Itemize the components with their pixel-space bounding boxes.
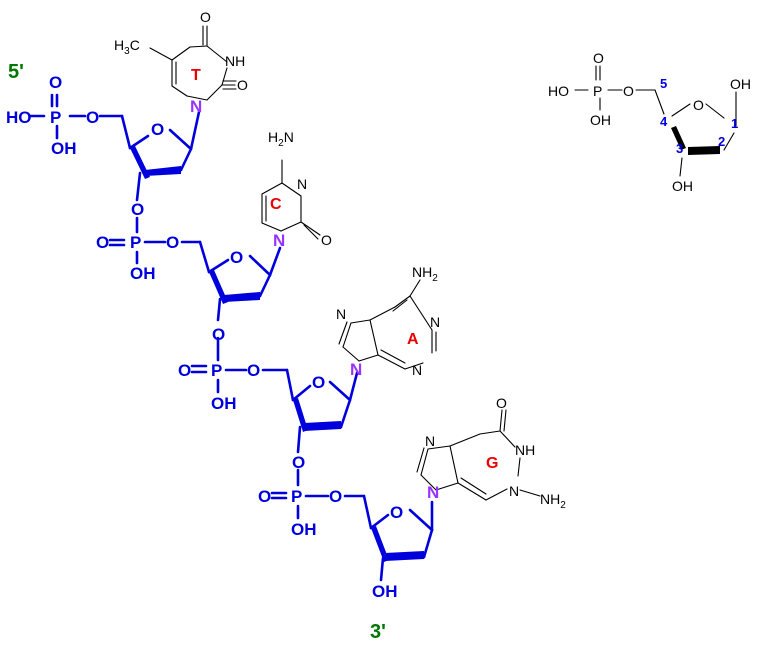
base-letter-t: T: [191, 67, 201, 84]
p1-oh: OH: [51, 139, 77, 158]
end-labels: 5' 3': [8, 61, 386, 643]
nucleotide-4-backbone: [270, 468, 434, 582]
p1-oxo: O: [49, 73, 62, 92]
reference-position-numbers: 1 2 3 4 5: [660, 76, 738, 156]
p3-ester-o: O: [247, 361, 260, 380]
guanine-amino: NH2: [540, 491, 566, 511]
p2-oh: OH: [130, 264, 156, 283]
p2-oxo: O: [96, 233, 109, 252]
five-prime-ho: HO: [6, 108, 32, 127]
guanine-ring-bonds: [416, 409, 541, 501]
ref-phosphorus: P: [593, 83, 602, 99]
base-letter-g: G: [486, 455, 498, 472]
adenine-n3: N: [412, 362, 422, 378]
guanine-n7: N: [425, 433, 435, 449]
adenine-n9: N: [350, 360, 362, 379]
p3-oxo: O: [178, 361, 191, 380]
nucleotide-2-backbone: [108, 216, 282, 322]
ref-ring-o: O: [693, 97, 704, 113]
ref-3-oh: OH: [672, 178, 693, 194]
reference-deoxyribose: [574, 65, 737, 177]
ref-ho: HO: [548, 83, 569, 99]
base-letters: T C A G: [191, 67, 498, 472]
sugar1-3-o: O: [131, 200, 144, 219]
p1-phosphorus: P: [50, 108, 61, 127]
nucleotide-3-backbone: [190, 336, 359, 454]
base-letter-c: C: [270, 196, 282, 213]
p3-phosphorus: P: [211, 361, 222, 380]
p4-phosphorus: P: [291, 487, 302, 506]
cytosine-n1: N: [273, 231, 285, 250]
ref-anomeric-oh: OH: [730, 76, 751, 92]
thymine-n1: N: [190, 97, 202, 116]
ref-position-3: 3: [676, 141, 683, 156]
adenine-ring-bonds: [338, 279, 437, 370]
adenine-n7: N: [336, 306, 346, 322]
sugar1-ring-o: O: [151, 120, 164, 139]
nucleotide-1-backbone: [28, 93, 201, 202]
ref-oxo: O: [593, 50, 604, 66]
guanine-n9: N: [427, 483, 439, 502]
p1-ester-o: O: [86, 108, 99, 127]
thymine-ring-bonds: [149, 25, 237, 101]
sugar4-ring-o: O: [390, 503, 403, 522]
thymine-c4-o: O: [200, 9, 211, 25]
glycosidic-nitrogens: N N N N: [190, 97, 439, 502]
thymine-c2-o: O: [237, 77, 248, 93]
guanine-c6-o: O: [496, 395, 507, 411]
three-prime-label: 3': [370, 621, 386, 643]
sugar3-ring-o: O: [312, 373, 325, 392]
cytosine-ring-bonds: [261, 159, 321, 240]
ref-position-5: 5: [660, 76, 667, 91]
sugar2-3-o: O: [212, 325, 225, 344]
ref-p-oh: OH: [590, 112, 611, 128]
three-prime-oh: OH: [372, 582, 398, 601]
ref-ester-o: O: [623, 83, 634, 99]
adenine-amino: NH2: [412, 264, 438, 284]
p4-ester-o: O: [329, 487, 342, 506]
thymine-n3h: NH: [225, 53, 245, 69]
p3-oh: OH: [211, 394, 237, 413]
p4-oxo: O: [258, 487, 271, 506]
five-prime-label: 5': [8, 61, 24, 83]
sugar3-3-o: O: [292, 453, 305, 472]
p2-phosphorus: P: [130, 233, 141, 252]
ref-bold-bond-2-3: [688, 146, 720, 155]
adenine-n1: N: [430, 314, 440, 330]
ref-position-1: 1: [731, 116, 738, 131]
ref-wedge-4: [671, 126, 686, 150]
base-letter-a: A: [407, 331, 419, 348]
p4-oh: OH: [291, 520, 317, 539]
guanine-n3: N: [509, 483, 519, 499]
thymine-methyl: H3C: [114, 37, 140, 57]
ref-position-2: 2: [718, 134, 725, 149]
guanine-n1h: NH: [515, 442, 535, 458]
cytosine-c2-o: O: [321, 232, 332, 248]
ref-position-4: 4: [660, 114, 668, 129]
sugar2-ring-o: O: [230, 248, 243, 267]
backbone-labels: HO P O OH O O O O P O OH O O O P O OH O …: [6, 73, 403, 601]
p2-ester-o: O: [166, 233, 179, 252]
cytosine-amino: H2N: [268, 129, 294, 149]
cytosine-n3: N: [297, 176, 307, 192]
reference-labels: HO P O OH O O OH OH: [548, 50, 751, 194]
base-atom-labels: O NH O H3C H2N N O NH2 N N N O N NH N NH…: [114, 9, 566, 511]
